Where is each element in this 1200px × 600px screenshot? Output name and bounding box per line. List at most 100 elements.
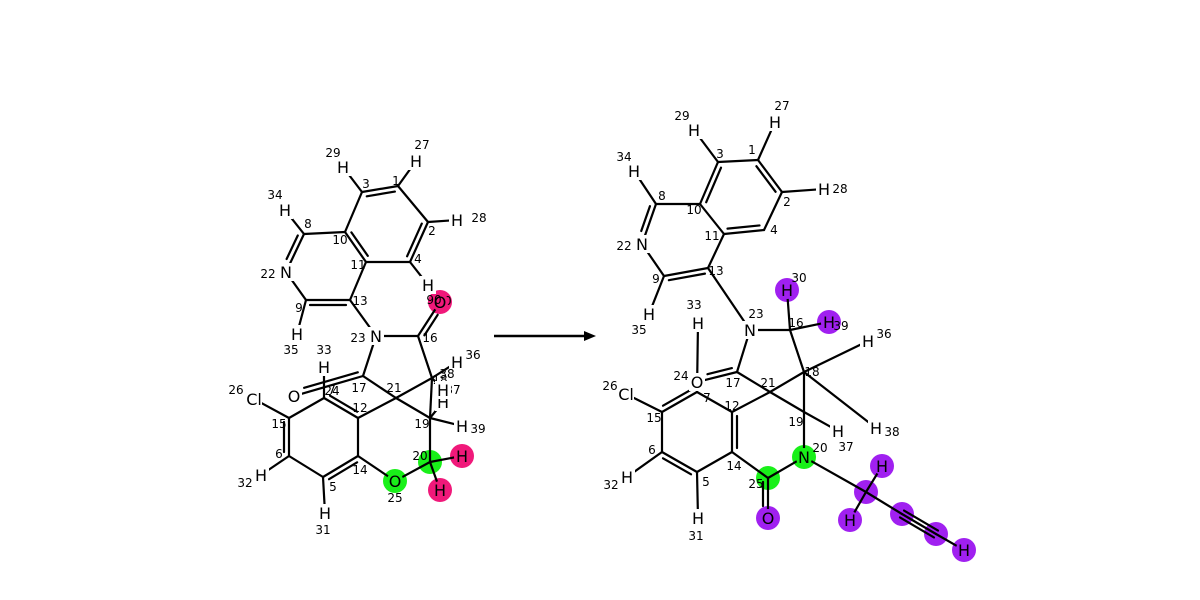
atom-index: 33 [686,298,701,312]
atom-label-background [449,353,465,371]
atom-index: 31 [688,529,703,543]
product-bond [698,202,726,236]
atom-symbol: O [691,373,704,392]
atom-index: 29 [325,146,340,160]
atom-symbol: H [456,417,468,436]
atom-symbol: H [832,422,844,441]
product-bond [766,459,799,480]
atom-index: 4 [770,223,778,237]
product-bond [640,205,652,233]
atom-index: 3 [362,177,370,191]
product-bond [780,188,818,194]
atom-symbol: H [451,353,463,372]
atom-symbol: H [870,419,882,438]
atom-index: 25 [387,491,402,505]
atom-label-background [742,321,758,339]
atom-index: 11 [350,258,365,272]
reactant-bond [423,313,439,337]
atom-label-background [816,180,832,198]
reactant-bond [428,460,439,484]
atom-index: 15 [646,411,661,425]
product-bond [695,390,734,414]
product-bond [864,490,904,516]
atom-index: 29 [674,109,689,123]
atom-index: 10 [686,203,701,217]
atom-index: 3 [716,147,724,161]
reactant-bond [416,307,437,338]
atom-index: 23 [748,307,763,321]
atom-index: 22 [616,239,631,253]
atom-symbol: H [823,313,835,332]
atom-index: 35 [631,323,646,337]
atom-label-background [779,281,795,299]
atom-symbol: H [451,211,463,230]
atom-index: 30 [791,271,806,285]
atom-symbol: H [434,481,446,500]
atom-symbol: H [410,152,422,171]
product-bond [695,470,699,512]
atom-label-background [842,511,858,529]
atom-label-background [641,305,657,323]
product-bond [726,224,761,230]
reactant-bond [288,215,306,236]
atom-index: 20 [412,449,427,463]
reactant-bond [426,219,451,224]
atom-index: 32 [237,476,252,490]
atom-index: 32 [603,478,618,492]
atom-label-background [874,457,890,475]
reactant-bond [394,396,432,420]
atom-index: 28 [471,211,486,225]
atom-index: 16 [788,316,803,330]
reactant-bond [300,374,365,395]
atom-index: 4 [414,252,422,266]
reactant-bond [416,334,434,380]
atom-label-background [619,468,635,486]
reactant-bond [302,230,347,236]
product-bond [643,202,658,238]
reactant-bond [297,298,308,328]
atom-symbol: H [319,504,331,523]
product-bond [730,450,770,480]
atom-symbol: O [288,387,301,406]
reactant-bond [328,394,359,413]
reactant-bond [322,396,360,420]
atom-index: 37 [838,440,853,454]
atom-symbol: O [389,472,402,491]
atom-symbol: H [621,468,633,487]
atom-index: 8 [658,189,666,203]
reactant-bond [348,298,373,331]
atom-symbol: H [958,541,970,560]
atom-label-background [689,373,705,391]
atom-symbol: H [337,158,349,177]
atom-index: 20 [812,441,827,455]
reactant-bond [396,184,430,224]
atom-index: 21 [760,376,775,390]
atom-symbol: H [643,305,655,324]
atom-label-background [387,472,403,490]
atom-index: 19 [414,417,429,431]
atom-index: 24 [673,369,688,383]
product-bond [697,135,720,164]
atom-symbol: H [255,466,267,485]
product-bond [755,165,777,193]
atom-symbol: Cl [618,385,634,404]
atom-symbol: N [636,235,648,254]
atom-index: 38 [439,367,454,381]
reactant-bond [356,396,398,420]
reactant-bond [428,376,434,420]
atom-label-background [821,313,837,331]
atom-index: 34 [616,150,631,164]
product-bond [934,532,959,548]
reaction-arrow-head [584,331,596,341]
product-bond [756,128,773,162]
atom-label-background [690,314,706,332]
atom-index: 34 [267,188,282,202]
product-bond [802,343,862,374]
reactant-bond [361,342,375,378]
atom-symbol: H [456,447,468,466]
atom-index: 33 [316,343,331,357]
atom-index: 15 [271,417,286,431]
reactant-bond [327,461,359,481]
label-layer: 123456789101112131415161718192021N22N23O… [228,99,972,560]
